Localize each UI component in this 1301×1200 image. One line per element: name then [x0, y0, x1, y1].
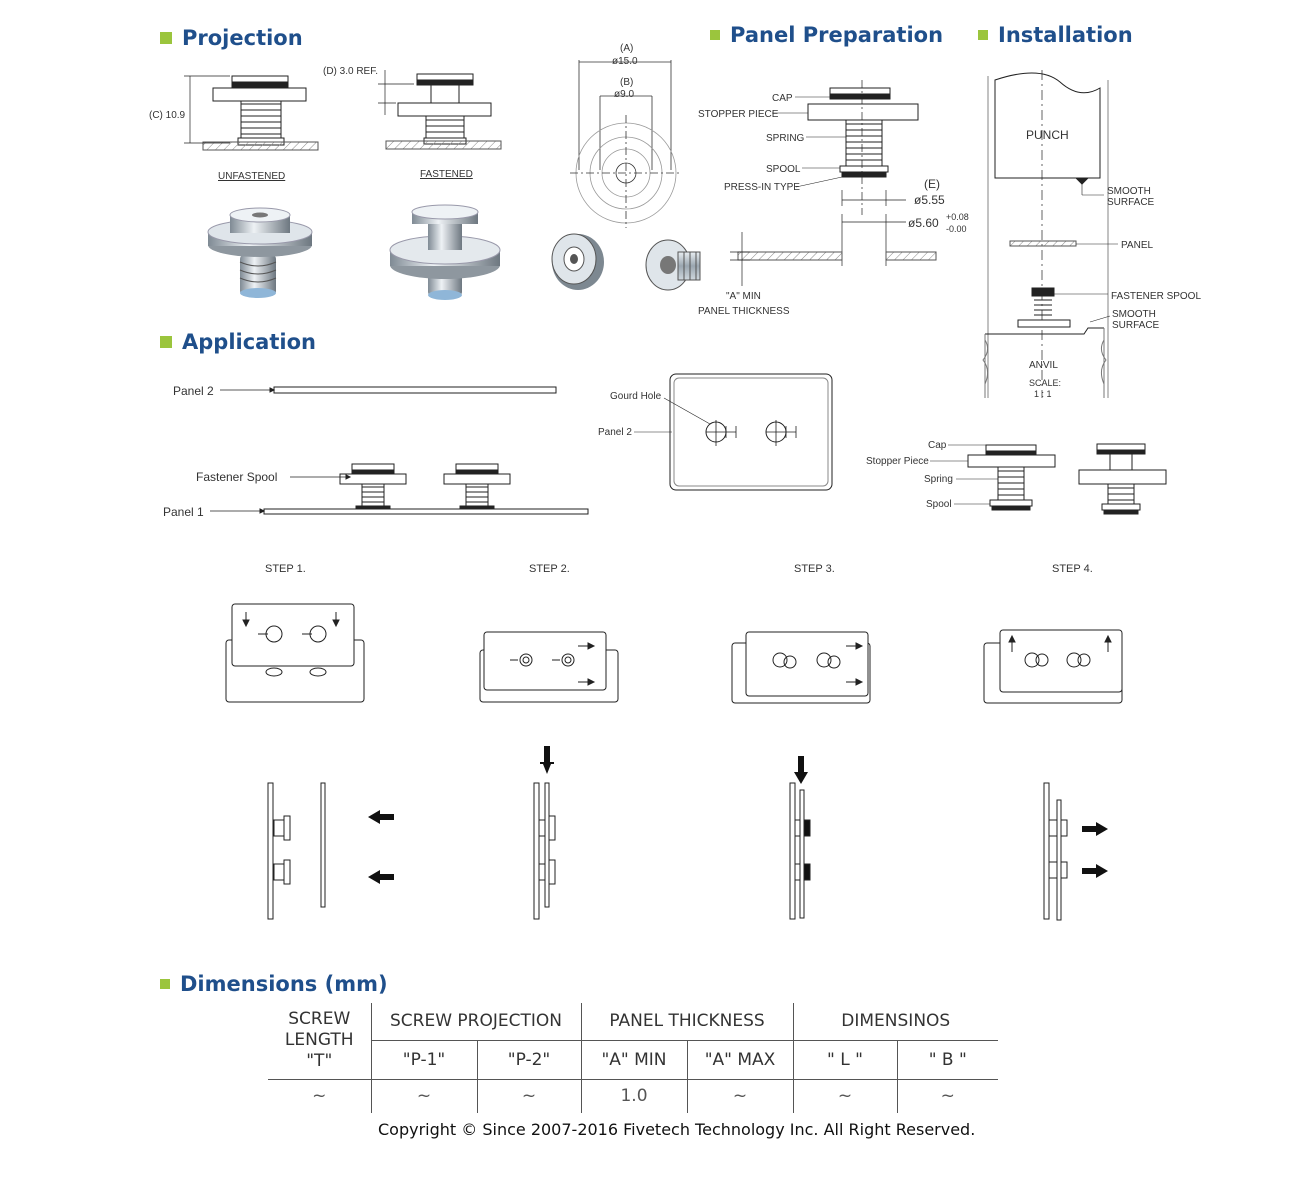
- dim-a-label: (A): [620, 43, 633, 54]
- header-screw-length: SCREW LENGTH "T": [268, 1003, 372, 1080]
- step-4-side-view: [1043, 782, 1108, 921]
- step-3-drawing: [731, 631, 871, 704]
- cell-a-max: ~: [687, 1079, 794, 1113]
- gourd-hole-label: Gourd Hole: [610, 391, 662, 402]
- cell-p1: ~: [371, 1079, 478, 1113]
- a-min-label: "A" MIN: [726, 291, 761, 302]
- press-in-type-label: PRESS-IN TYPE: [724, 182, 800, 193]
- header-panel-thickness: PANEL THICKNESS: [581, 1003, 794, 1041]
- spool-render-fastened: [389, 204, 501, 300]
- panel-2-small-label: Panel 2: [598, 427, 632, 438]
- step-2-drawing: [479, 631, 619, 703]
- application-drawing: [210, 373, 1167, 515]
- tolerance-minus: -0.00: [946, 224, 967, 234]
- section-title-projection: Projection: [160, 26, 303, 50]
- header-l: " L ": [793, 1040, 898, 1080]
- cell-b: ~: [940, 1086, 955, 1107]
- stopper-piece-label: STOPPER PIECE: [698, 109, 779, 120]
- dim-b-label: (B): [620, 77, 633, 88]
- technical-drawings: (C) 10.9 UNFASTENED (D) 3.0 REF. FASTENE…: [149, 43, 1201, 921]
- step-1-label: STEP 1.: [265, 563, 306, 575]
- cap-render-1: [551, 233, 604, 290]
- header-a-max: "A" MAX: [687, 1040, 794, 1080]
- header-a-min: "A" MIN: [581, 1040, 688, 1080]
- unfastened-label: UNFASTENED: [218, 171, 285, 182]
- spring-app-label: Spring: [924, 474, 953, 485]
- step-2-label: STEP 2.: [529, 563, 570, 575]
- panel-thickness-label: PANEL THICKNESS: [698, 306, 790, 317]
- punch-label: PUNCH: [1026, 128, 1069, 142]
- smooth-surface-bottom-1: SMOOTH: [1112, 309, 1156, 320]
- panel-prep-drawing: [730, 80, 937, 286]
- spool-app-label: Spool: [926, 499, 952, 510]
- step-2-side-view: [533, 746, 556, 920]
- smooth-surface-top-2: SURFACE: [1107, 197, 1155, 208]
- spool-label: SPOOL: [766, 164, 801, 175]
- fastened-drawing: [378, 70, 502, 150]
- hole-value: ø5.60: [908, 216, 939, 230]
- step-4-drawing: [983, 629, 1123, 704]
- panel-2-label: Panel 2: [173, 384, 214, 398]
- cell-a-min: 1.0: [581, 1079, 688, 1113]
- step-3-label: STEP 3.: [794, 563, 835, 575]
- header-dimensions: DIMENSINOS: [793, 1003, 998, 1041]
- unfastened-drawing: [184, 75, 319, 151]
- cell-p2: ~: [477, 1079, 582, 1113]
- cell-l: ~: [793, 1079, 898, 1113]
- table-row: ~ ~ ~ 1.0 ~ ~ ~: [268, 1079, 998, 1113]
- cap-label: CAP: [772, 93, 793, 104]
- copyright-text: Copyright © Since 2007-2016 Fivetech Tec…: [378, 1120, 976, 1139]
- dim-e-label: (E): [924, 177, 940, 191]
- dim-b-value: ø9.0: [614, 89, 634, 100]
- panel-label: PANEL: [1121, 240, 1153, 251]
- front-view-drawing: [570, 60, 682, 228]
- section-title-dimensions: Dimensions (mm): [160, 972, 388, 996]
- fastener-spool-label: FASTENER SPOOL: [1111, 291, 1201, 302]
- header-p2: "P-2": [477, 1040, 582, 1080]
- step-1-side-view: [267, 782, 394, 920]
- spring-label: SPRING: [766, 133, 805, 144]
- smooth-surface-bottom-2: SURFACE: [1112, 320, 1160, 331]
- scale-value: 1 : 1: [1034, 389, 1052, 399]
- step-1-drawing: [225, 603, 365, 703]
- spool-render-unfastened: [207, 207, 313, 298]
- fastened-label: FASTENED: [420, 169, 473, 180]
- dim-e-value: ø5.55: [914, 193, 945, 207]
- panel-1-label: Panel 1: [163, 505, 204, 519]
- scale-label: SCALE:: [1029, 378, 1061, 388]
- stopper-piece-app-label: Stopper Piece: [866, 456, 929, 467]
- smooth-surface-top-1: SMOOTH: [1107, 186, 1151, 197]
- step-3-side-view: [789, 756, 811, 920]
- dim-d-label: (D) 3.0 REF.: [323, 66, 378, 77]
- section-title-application: Application: [160, 330, 316, 354]
- tolerance-plus: +0.08: [946, 212, 969, 222]
- header-p1: "P-1": [371, 1040, 478, 1080]
- cell-screw-length: ~: [268, 1079, 372, 1113]
- installation-drawing: [982, 70, 1118, 398]
- section-title-installation: Installation: [978, 23, 1133, 47]
- header-b: " B ": [897, 1040, 998, 1080]
- cap-render-2: [645, 239, 701, 291]
- cap-app-label: Cap: [928, 440, 947, 451]
- dim-c-label: (C) 10.9: [149, 110, 186, 121]
- dimensions-table: SCREW LENGTH "T" SCREW PROJECTION PANEL …: [268, 1003, 998, 1113]
- fastener-spool-app-label: Fastener Spool: [196, 470, 277, 484]
- anvil-label: ANVIL: [1029, 360, 1058, 371]
- step-4-label: STEP 4.: [1052, 563, 1093, 575]
- header-screw-projection: SCREW PROJECTION: [371, 1003, 582, 1041]
- dim-a-value: ø15.0: [612, 56, 638, 67]
- section-title-panel-preparation: Panel Preparation: [710, 23, 943, 47]
